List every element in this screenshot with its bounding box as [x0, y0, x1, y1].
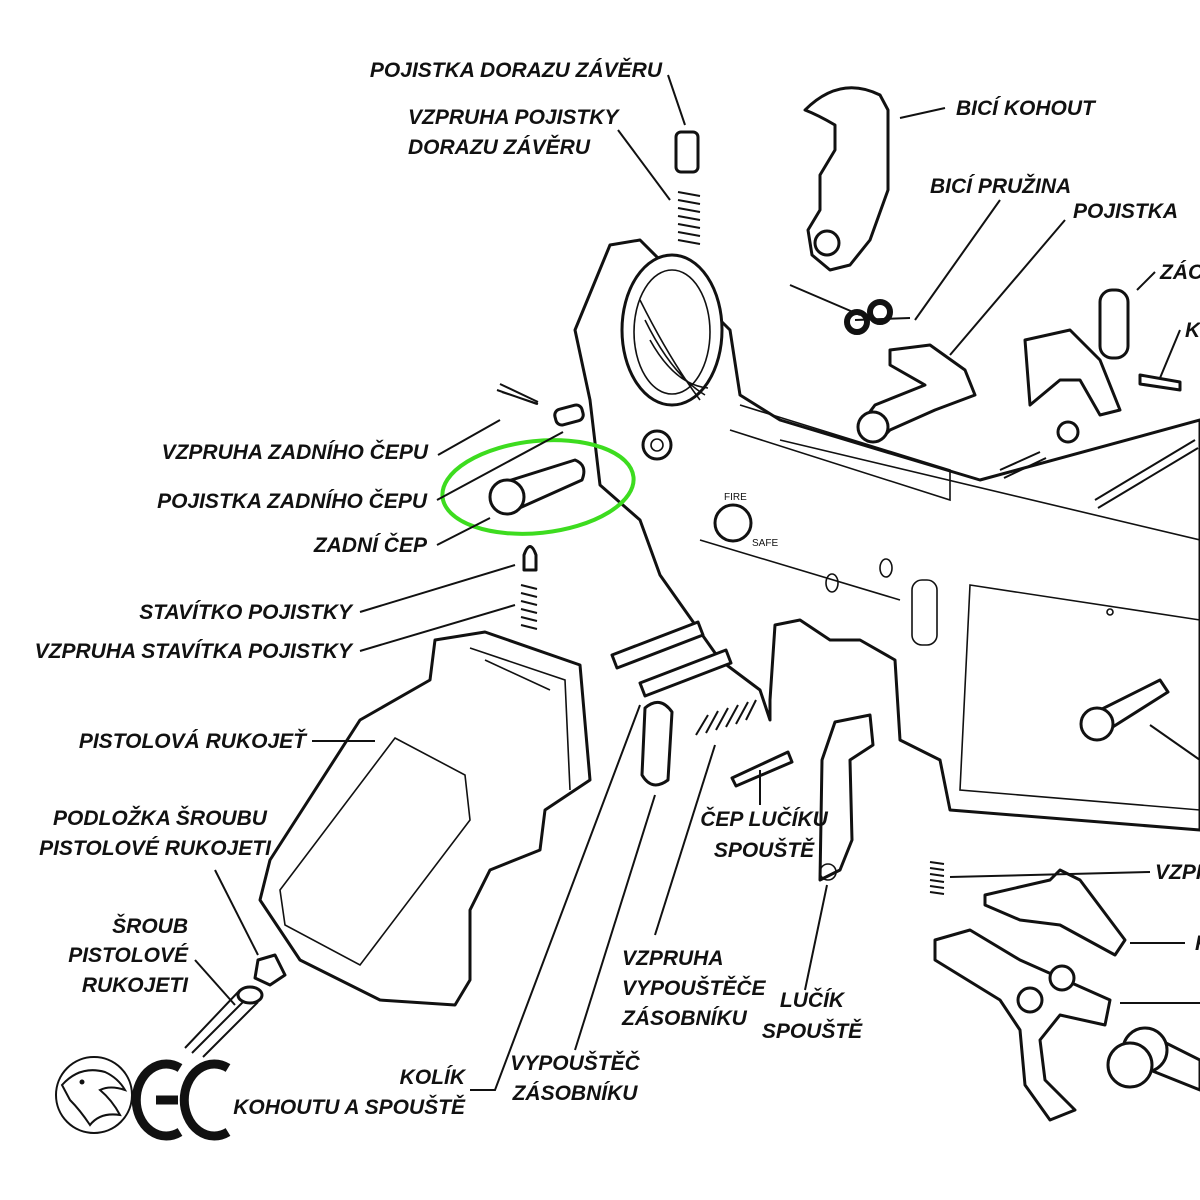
magwell: [959, 584, 1200, 811]
leader-lines: [194, 74, 1200, 1091]
pin-hole: [879, 558, 893, 578]
fire-engraving: FIRE: [724, 492, 747, 503]
bolt-catch: [1023, 328, 1122, 417]
trigger-pin: [638, 648, 733, 698]
mag-release-slot: [911, 579, 938, 646]
label-hammer: BICÍ KOHOUT: [956, 97, 1097, 120]
trigger-guard-pin: [730, 750, 794, 788]
hammer: [803, 86, 890, 272]
bolt-catch-buffer: [1056, 420, 1080, 444]
mag-release-button: [640, 700, 674, 787]
disconnector: [983, 868, 1127, 957]
guard-hole: [819, 863, 837, 881]
hammer-pivot: [813, 229, 841, 257]
label-hammer-trigger-pin-2: KOHOUTU A SPOUŠTĚ: [233, 1095, 466, 1119]
safety-detent-spring: [520, 584, 538, 630]
grip-screw-head: [236, 985, 264, 1005]
selector-end: [856, 410, 890, 444]
grip-checkering: [279, 736, 471, 967]
bolt-catch-spring-right: [999, 451, 1047, 479]
bolt-catch-spring: [677, 191, 701, 245]
spring-coil: [867, 299, 893, 325]
label-trigger-guard-1: LUČÍK: [780, 988, 846, 1012]
label-grip-washer-2: PISTOLOVÉ RUKOJETI: [39, 837, 272, 860]
label-hammer-trigger-pin-1: KOLÍK: [400, 1066, 467, 1089]
takedown-pin-hole: [641, 429, 673, 461]
label-takedown-pin: ZADNÍ ČEP: [313, 533, 428, 557]
trigger-pivot: [1016, 986, 1044, 1014]
trigger-spring-coil: [1048, 964, 1076, 992]
pivot-pin-spring: [1094, 439, 1199, 509]
label-mag-release-spring-3: ZÁSOBNÍKU: [621, 1007, 748, 1030]
safety-selector-hole: [713, 503, 753, 543]
label-cut-top-2: K: [1185, 319, 1200, 342]
label-trigger-guard-pin-2: SPOUŠTĚ: [714, 838, 815, 862]
spring-coil: [844, 309, 870, 335]
buffer-tube-ring: [620, 253, 724, 407]
hammer-pin: [610, 620, 705, 670]
takedown-detent: [553, 403, 585, 427]
part-labels: POJISTKA DORAZU ZÁVĚRU VZPRUHA POJISTKY …: [35, 58, 1200, 1119]
trigger-guard: [818, 713, 875, 882]
receiver-detail-lines: [699, 404, 1200, 601]
label-bolt-catch-spring-1: VZPRUHA POJISTKY: [408, 106, 620, 129]
label-safety-detent-spring: VZPRUHA STAVÍTKA POJISTKY: [35, 640, 354, 663]
grip-washer: [253, 953, 287, 987]
eagle-logo: [55, 1056, 133, 1134]
pivot-pin-head: [1079, 706, 1115, 742]
hole-inner: [650, 438, 664, 452]
bolt-catch-plunger: [674, 130, 700, 174]
grip-screw-right: [929, 861, 945, 895]
safety-detent: [522, 545, 538, 572]
label-hammer-spring: BICÍ PRUŽINA: [930, 174, 1071, 198]
label-grip-screw-1: ŠROUB: [112, 914, 188, 938]
label-mag-release-2: ZÁSOBNÍKU: [512, 1082, 639, 1105]
buffer-tube-thread: [633, 269, 711, 395]
mag-release-spring: [695, 699, 757, 736]
takedown-pin-head: [488, 478, 526, 516]
label-bolt-catch-spring-2: DORAZU ZÁVĚRU: [408, 135, 591, 159]
thread-lines: [639, 299, 709, 401]
ce-mark: [131, 1059, 231, 1141]
safe-engraving: SAFE: [752, 538, 778, 549]
label-takedown-spring: VZPRUHA ZADNÍHO ČEPU: [162, 440, 429, 464]
label-mag-release-spring-1: VZPRUHA: [622, 947, 724, 970]
label-takedown-detent: POJISTKA ZADNÍHO ČEPU: [157, 489, 428, 513]
trigger: [933, 928, 1112, 1122]
bolt-catch-roll-pin: [1138, 373, 1182, 392]
label-grip-screw-3: RUKOJETI: [82, 974, 189, 997]
label-bolt-catch-plunger: POJISTKA DORAZU ZÁVĚRU: [370, 58, 663, 82]
hole: [1106, 608, 1114, 616]
label-trigger-guard-pin-1: ČEP LUČÍKU: [700, 807, 828, 831]
pin-hole: [825, 573, 839, 593]
label-grip-washer-1: PODLOŽKA ŠROUBU: [53, 806, 268, 830]
lower-receiver: [573, 238, 1200, 832]
takedown-spring: [496, 383, 539, 405]
label-safety: POJISTKA: [1073, 200, 1178, 223]
bolt-catch-paddle: [1098, 288, 1130, 360]
pistol-grip: [258, 630, 592, 1007]
label-trigger-guard-2: SPOUŠTĚ: [762, 1019, 863, 1043]
label-cut-right-1: VZPI: [1155, 861, 1200, 884]
label-safety-detent: STAVÍTKO POJISTKY: [139, 601, 354, 624]
label-cut-top-1: ZÁC: [1159, 261, 1200, 284]
label-pistol-grip: PISTOLOVÁ RUKOJEŤ: [79, 729, 308, 753]
label-cut-right-2: K: [1195, 932, 1200, 955]
label-grip-screw-2: PISTOLOVÉ: [68, 944, 189, 967]
grip-detail: [469, 647, 571, 791]
buffer-end: [1106, 1041, 1154, 1089]
label-mag-release-spring-2: VYPOUŠTĚČE: [622, 976, 767, 1000]
label-mag-release-1: VYPOUŠTĚČ: [510, 1051, 640, 1075]
